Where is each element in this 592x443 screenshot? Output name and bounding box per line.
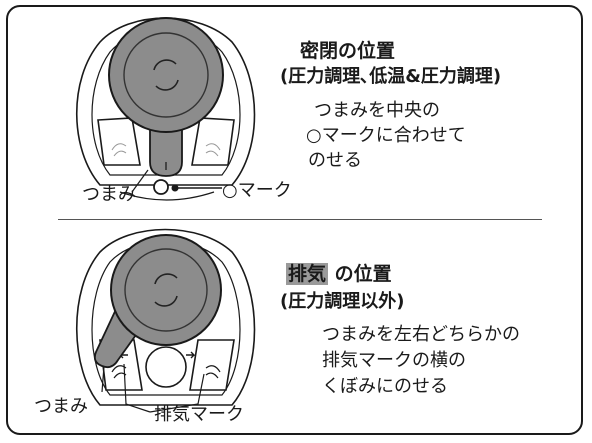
sealed-instruction-line-3: のせる bbox=[308, 150, 362, 171]
sealed-mark-label: ○マーク bbox=[222, 180, 292, 201]
sealed-instruction-line-2: ○マークに合わせて bbox=[306, 125, 466, 146]
exhaust-subheading: (圧力調理以外) bbox=[280, 291, 405, 312]
sealed-instruction-line-1: つまみを中央の bbox=[314, 100, 440, 121]
exhaust-valve-diagram bbox=[75, 228, 256, 413]
sealed-valve-diagram bbox=[76, 17, 256, 201]
sealed-knob-label: つまみ bbox=[82, 184, 136, 205]
exhaust-instruction-line-2: 排気マークの横の bbox=[322, 350, 466, 371]
exhaust-instruction-line-1: つまみを左右どちらかの bbox=[322, 324, 520, 345]
sealed-subheading: (圧力調理､低温&圧力調理) bbox=[280, 66, 502, 87]
exhaust-heading-highlight: 排気 bbox=[286, 263, 329, 285]
exhaust-instruction-line-3: くぼみにのせる bbox=[322, 376, 448, 397]
section-divider bbox=[58, 219, 542, 220]
exhaust-mark-label: 排気マーク bbox=[154, 404, 244, 425]
sealed-heading: 密閉の位置 bbox=[300, 40, 396, 62]
instruction-card bbox=[6, 5, 583, 435]
exhaust-knob-label: つまみ bbox=[34, 396, 88, 417]
exhaust-heading-rest: の位置 bbox=[334, 263, 392, 285]
exhaust-heading: 排気 の位置 bbox=[286, 259, 392, 286]
